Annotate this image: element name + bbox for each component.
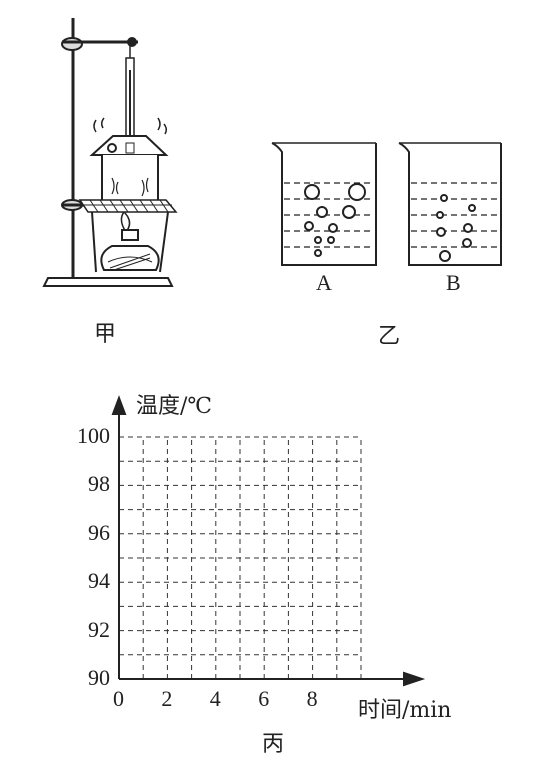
bubble xyxy=(462,238,472,248)
beaker-b-label: B xyxy=(446,270,461,295)
bubble xyxy=(436,227,446,237)
beaker-a xyxy=(271,142,377,266)
x-tick-label: 8 xyxy=(306,686,318,711)
graph-axes xyxy=(111,395,426,687)
bubble xyxy=(304,221,314,231)
bubble xyxy=(314,249,322,257)
bubble xyxy=(316,206,328,218)
bubble xyxy=(440,194,448,202)
top-clamp xyxy=(61,37,83,51)
bubble xyxy=(314,236,322,244)
bubble xyxy=(436,211,444,219)
bubble xyxy=(342,205,356,219)
bubble xyxy=(328,223,338,233)
bubble xyxy=(463,223,473,233)
apparatus-figure-label: 甲 xyxy=(94,322,117,347)
y-tick-label: 100 xyxy=(77,423,110,448)
beaker-a-label: A xyxy=(316,270,332,295)
x-axis-title: 时间/min xyxy=(358,698,452,723)
stand-base xyxy=(42,277,174,287)
x-tick-label: 0 xyxy=(113,686,124,711)
x-tick-label: 6 xyxy=(258,686,270,711)
x-axis-arrow xyxy=(403,671,426,687)
beakers-figure-label: 乙 xyxy=(378,324,401,349)
y-tick-label: 94 xyxy=(88,568,110,594)
bubble xyxy=(327,236,335,244)
y-axis-title: 温度/℃ xyxy=(136,394,213,419)
alcohol-lamp xyxy=(100,211,160,271)
heated-beaker xyxy=(101,155,159,205)
graph-grid xyxy=(119,436,362,679)
bubble xyxy=(304,184,320,200)
y-tick-label: 92 xyxy=(88,616,110,642)
x-tick-label: 4 xyxy=(209,686,221,711)
bubble xyxy=(468,204,476,212)
y-tick-label: 90 xyxy=(88,665,110,690)
x-tick-label: 2 xyxy=(161,686,173,711)
heating-apparatus xyxy=(42,18,178,287)
bubble xyxy=(348,183,366,201)
graph-figure-label: 丙 xyxy=(262,732,285,757)
y-axis-arrow xyxy=(111,395,127,415)
beaker-b xyxy=(398,142,502,266)
bubble xyxy=(439,250,451,262)
y-tick-label: 98 xyxy=(88,471,110,497)
y-tick-label: 96 xyxy=(88,519,110,545)
